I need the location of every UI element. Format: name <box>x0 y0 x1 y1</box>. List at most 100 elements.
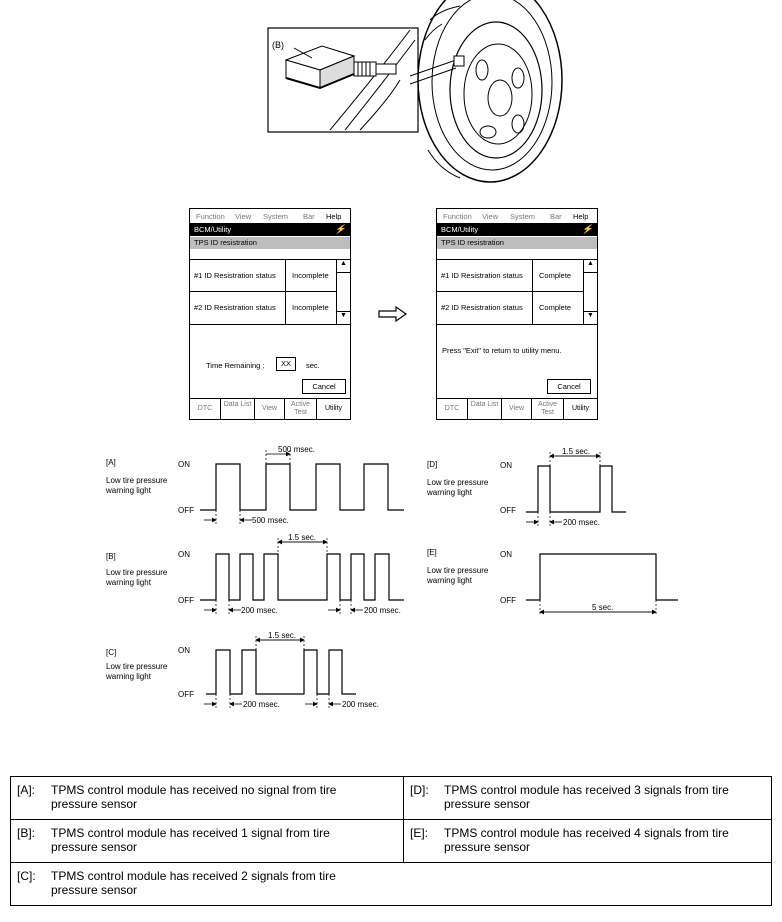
menu-bar: Function View System Bar Help <box>437 209 597 224</box>
legend-cell-c: [C]:TPMS control module has received 2 s… <box>10 862 772 906</box>
waveform-diagrams: 500 msec. 500 msec. 1.5 sec. 200 msec. 2… <box>200 445 678 709</box>
timing-e-1: 5 sec. <box>592 603 613 612</box>
status-value: Complete <box>539 271 572 280</box>
sst-device-icon <box>284 45 397 90</box>
screen-title: TPS ID resistration <box>194 238 257 247</box>
tab-data-list[interactable]: Data List <box>221 399 255 419</box>
menu-view[interactable]: View <box>235 212 252 221</box>
tab-view[interactable]: View <box>255 399 285 419</box>
waveform-d <box>526 465 626 513</box>
menu-help[interactable]: Help <box>573 212 589 221</box>
status-value: Incomplete <box>292 303 329 312</box>
waveform-key-d: [D] <box>427 460 438 469</box>
path-bar: BCM/Utility ⚡ <box>190 224 350 236</box>
menu-view[interactable]: View <box>482 212 499 221</box>
path-label: BCM/Utility <box>194 225 232 234</box>
path-label: BCM/Utility <box>441 225 479 234</box>
menu-function[interactable]: Function <box>443 212 472 221</box>
timing-a-1: 500 msec. <box>278 445 315 454</box>
legend-table: [A]:TPMS control module has received no … <box>10 776 772 906</box>
scan-tool-screen-left: Function View System Bar Help BCM/Utilit… <box>189 208 351 420</box>
waveform-key-a: [A] <box>106 458 116 467</box>
exit-message: Press "Exit" to return to utility menu. <box>442 346 562 355</box>
tab-active-test[interactable]: Active Test <box>532 399 564 419</box>
timing-b-1: 1.5 sec. <box>288 533 316 542</box>
timing-c-2: 200 msec. <box>243 700 280 709</box>
status-name: #2 ID Resistration status <box>194 303 276 312</box>
legend-cell-a: [A]:TPMS control module has received no … <box>10 776 404 820</box>
waveform-key-c: [C] <box>106 648 117 657</box>
off-label-a: OFF <box>178 506 194 515</box>
tab-dtc[interactable]: DTC <box>190 399 221 419</box>
scroll-down-icon[interactable]: ▼ <box>584 311 597 324</box>
timing-a-2: 500 msec. <box>252 516 289 525</box>
title-bar: TPS ID resistration <box>190 237 350 249</box>
status-value: Incomplete <box>292 271 329 280</box>
lightning-icon: ⚡ <box>334 224 346 234</box>
legend-cell-d: [D]:TPMS control module has received 3 s… <box>403 776 772 820</box>
menu-bar: Function View System Bar Help <box>190 209 350 224</box>
status-row-1: #1 ID Resistration status Complete <box>437 259 583 291</box>
waveform-key-e: [E] <box>427 548 437 557</box>
status-row-1: #1 ID Resistration status Incomplete <box>190 259 336 291</box>
time-remaining-label: Time Remaining : <box>206 361 265 370</box>
cancel-button[interactable]: Cancel <box>302 379 346 394</box>
menu-function[interactable]: Function <box>196 212 225 221</box>
scrollbar[interactable]: ▲ ▼ <box>336 259 350 325</box>
status-row-2: #2 ID Resistration status Complete <box>437 291 583 325</box>
scrollbar[interactable]: ▲ ▼ <box>583 259 597 325</box>
menu-system[interactable]: System <box>263 212 289 221</box>
menu-system[interactable]: System <box>510 212 536 221</box>
timing-d-1: 1.5 sec. <box>562 447 590 456</box>
menu-bar-item[interactable]: Bar <box>550 212 562 221</box>
tire-illustration: (B) <box>267 0 563 183</box>
waveform-key-b: [B] <box>106 552 116 561</box>
cancel-button[interactable]: Cancel <box>547 379 591 394</box>
title-bar: TPS ID resistration <box>437 237 597 249</box>
timing-b-3: 200 msec. <box>364 606 401 615</box>
on-label-e: ON <box>500 550 512 559</box>
tab-dtc[interactable]: DTC <box>437 399 468 419</box>
tab-utility[interactable]: Utility <box>324 405 343 412</box>
tab-active-test[interactable]: Active Test <box>285 399 317 419</box>
timing-d-2: 200 msec. <box>563 518 600 527</box>
legend-cell-e: [E]:TPMS control module has received 4 s… <box>403 819 772 863</box>
scroll-down-icon[interactable]: ▼ <box>337 311 350 324</box>
on-label-c: ON <box>178 646 190 655</box>
tab-utility[interactable]: Utility <box>571 405 590 412</box>
right-arrow-icon <box>378 306 408 322</box>
scroll-up-icon[interactable]: ▲ <box>584 260 597 273</box>
legend-cell-b: [B]:TPMS control module has received 1 s… <box>10 819 404 863</box>
tab-bar: DTC Data List View Active Test Utility <box>190 398 350 419</box>
on-label-d: ON <box>500 461 512 470</box>
waveform-c <box>206 649 356 695</box>
status-row-2: #2 ID Resistration status Incomplete <box>190 291 336 325</box>
scroll-up-icon[interactable]: ▲ <box>337 260 350 273</box>
timing-c-3: 200 msec. <box>342 700 379 709</box>
on-label-b: ON <box>178 550 190 559</box>
status-name: #1 ID Resistration status <box>194 271 276 280</box>
menu-bar-item[interactable]: Bar <box>303 212 315 221</box>
path-bar: BCM/Utility ⚡ <box>437 224 597 236</box>
tab-data-list[interactable]: Data List <box>468 399 502 419</box>
timing-b-2: 200 msec. <box>241 606 278 615</box>
status-name: #1 ID Resistration status <box>441 271 523 280</box>
lightning-icon: ⚡ <box>581 224 593 234</box>
on-label-a: ON <box>178 460 190 469</box>
off-label-c: OFF <box>178 690 194 699</box>
scan-tool-screen-right: Function View System Bar Help BCM/Utilit… <box>436 208 598 420</box>
time-unit: sec. <box>306 361 320 370</box>
waveform-b <box>200 553 404 601</box>
menu-help[interactable]: Help <box>326 212 342 221</box>
tab-view[interactable]: View <box>502 399 532 419</box>
tab-bar: DTC Data List View Active Test Utility <box>437 398 597 419</box>
waveform-e <box>526 553 678 601</box>
screen-title: TPS ID resistration <box>441 238 504 247</box>
timing-c-1: 1.5 sec. <box>268 631 296 640</box>
waveform-a <box>200 463 404 511</box>
